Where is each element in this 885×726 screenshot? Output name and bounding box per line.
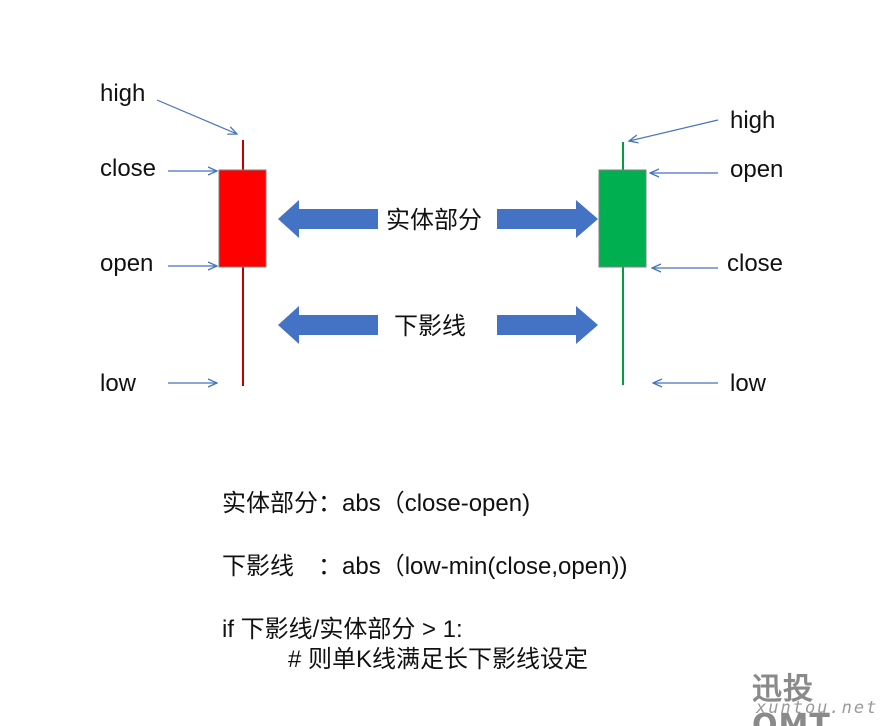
right-low-label: low [730, 370, 767, 397]
body-arrow-left [278, 200, 378, 238]
left-high-pointer [156, 99, 237, 134]
condition-comment: # 则单K线满足长下影线设定 [288, 646, 589, 673]
body-arrow-right [497, 200, 598, 238]
right-close-label: close [727, 250, 784, 277]
shadow-arrow-left [278, 306, 378, 344]
brand-watermark: 迅投QMT [752, 672, 831, 726]
left-open-label: open [100, 250, 154, 277]
left-low-label: low [100, 370, 137, 397]
shadow-formula: 下影线 ：abs（low-min(close,open)) [222, 553, 628, 580]
shadow-arrow-label: 下影线 [394, 312, 466, 340]
right-high-pointer [629, 119, 719, 141]
right-open-label: open [730, 156, 784, 183]
body-arrow-label: 实体部分 [386, 206, 482, 234]
shadow-arrow-right [497, 306, 598, 344]
right-high-label: high [730, 107, 776, 134]
body-formula: 实体部分：abs（close-open) [222, 490, 531, 517]
site-watermark: xuntou.net [756, 698, 879, 718]
right-candle-body [598, 169, 647, 268]
left-close-label: close [100, 155, 157, 182]
left-high-label: high [100, 80, 146, 107]
condition-line: if 下影线/实体部分 > 1: [222, 616, 463, 643]
left-candle-body [218, 169, 267, 268]
